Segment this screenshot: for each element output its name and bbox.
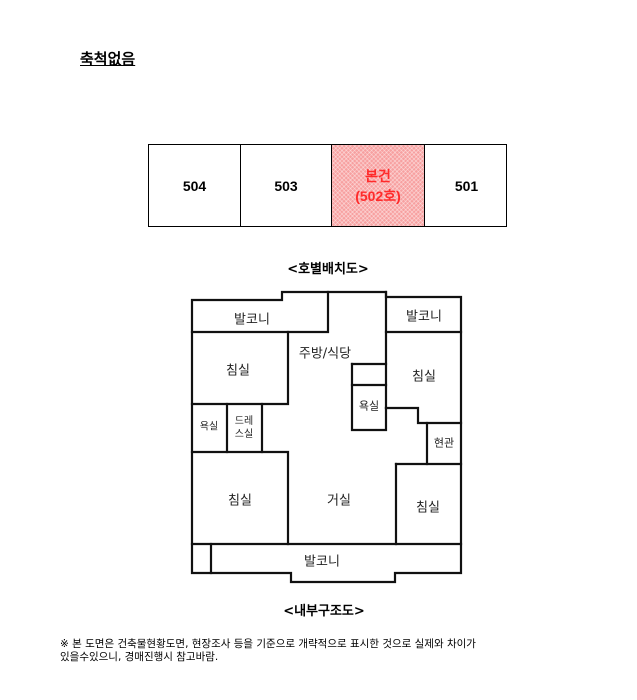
disclaimer-note: ※ 본 도면은 건축물현황도면, 현장조사 등을 기준으로 개략적으로 표시한 … bbox=[60, 638, 620, 664]
unit-label: 501 bbox=[454, 177, 479, 194]
unit-layout-caption: <호별배치도> bbox=[287, 262, 369, 277]
room-living-room: 거실 bbox=[327, 493, 351, 509]
room-kitchen-dining: 주방/식당 bbox=[298, 346, 352, 362]
floor-plan-caption: <내부구조도> bbox=[283, 604, 365, 619]
room-bedroom-top-right: 침실 bbox=[412, 369, 436, 385]
scale-note: 축척없음 bbox=[80, 50, 136, 68]
unit-502-target: 본건 (502호) bbox=[332, 145, 425, 226]
unit-label: 504 bbox=[182, 177, 207, 194]
room-balcony-top-left: 발코니 bbox=[234, 312, 270, 328]
unit-504: 504 bbox=[149, 145, 241, 226]
unit-501: 501 bbox=[425, 145, 508, 226]
room-balcony-top-right: 발코니 bbox=[406, 309, 442, 325]
unit-503: 503 bbox=[241, 145, 332, 226]
disclaimer-line2: 있을수있으니, 경매진행시 참고바람. bbox=[60, 651, 219, 663]
room-balcony-bottom: 발코니 bbox=[304, 554, 340, 570]
unit-layout: 504 503 본건 (502호) 501 bbox=[148, 144, 507, 227]
room-dressroom: 드레 스실 bbox=[235, 415, 253, 441]
dressroom-line2: 스실 bbox=[234, 429, 254, 440]
unit-sub-label: (502호) bbox=[355, 187, 401, 204]
disclaimer-line1: ※ 본 도면은 건축물현황도면, 현장조사 등을 기준으로 개략적으로 표시한 … bbox=[60, 638, 476, 650]
room-entrance: 현관 bbox=[433, 436, 455, 450]
dressroom-line1: 드레 bbox=[234, 416, 254, 427]
room-bedroom-bottom-left: 침실 bbox=[228, 493, 252, 509]
room-bedroom-top-left: 침실 bbox=[226, 363, 250, 379]
room-bathroom-left: 욕실 bbox=[199, 421, 219, 433]
unit-label: 503 bbox=[274, 177, 298, 194]
room-bedroom-bottom-right: 침실 bbox=[416, 500, 440, 516]
unit-label: 본건 bbox=[365, 167, 391, 184]
room-bathroom-center: 욕실 bbox=[358, 399, 380, 413]
